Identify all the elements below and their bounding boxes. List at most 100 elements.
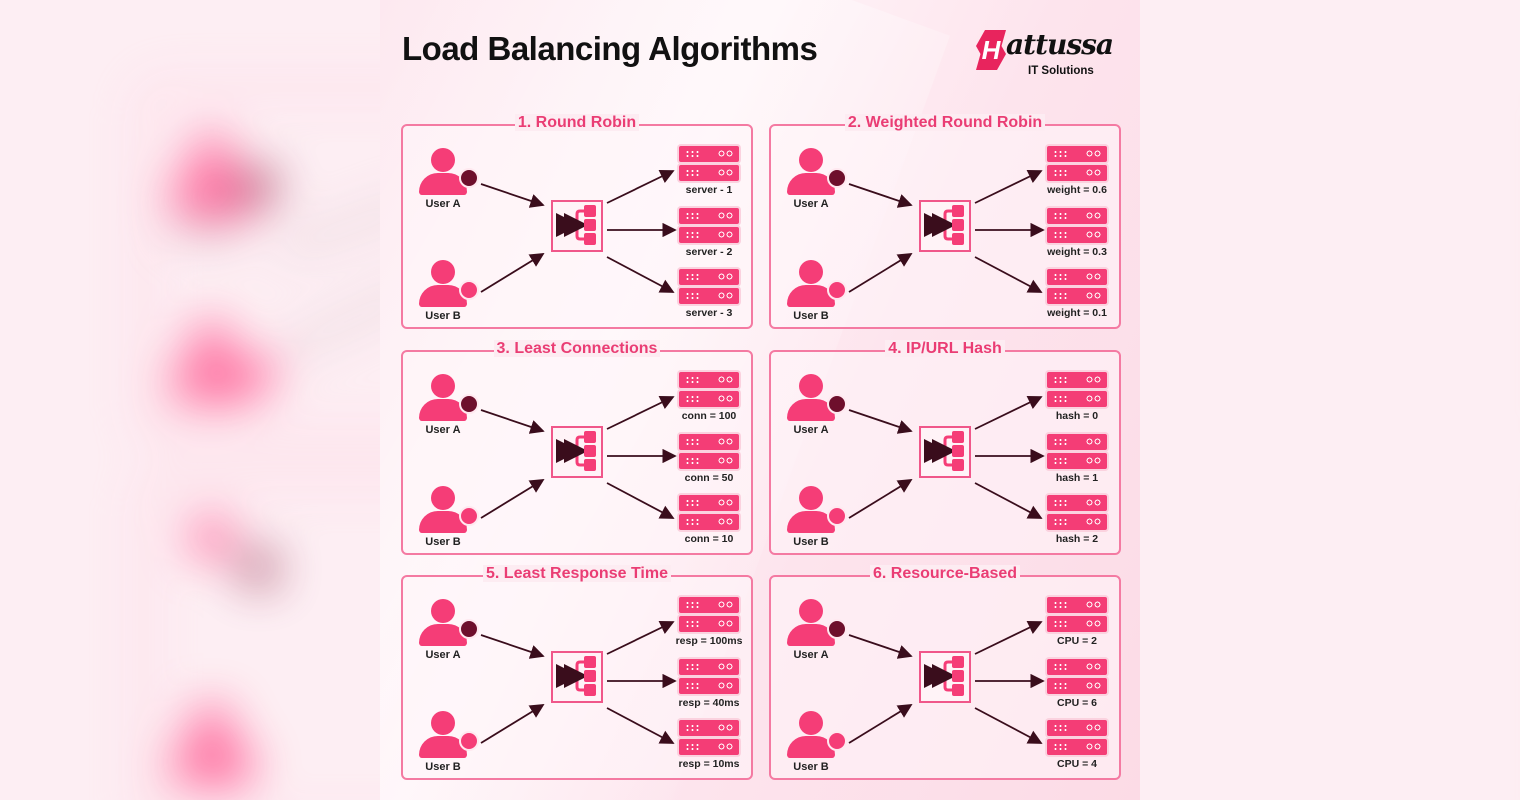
algorithm-panel-5: 5. Least Response Time User A User B bbox=[401, 565, 753, 781]
server-2: server - 2 bbox=[679, 208, 739, 258]
request-badge-icon bbox=[459, 731, 479, 751]
server-2: CPU = 6 bbox=[1047, 659, 1107, 709]
infographic-poster: Load Balancing Algorithms H attussa IT S… bbox=[380, 0, 1140, 800]
server-rack-icon bbox=[679, 659, 739, 675]
server-rack-icon bbox=[1047, 208, 1107, 224]
arrow-icon bbox=[480, 621, 677, 744]
logo-wordmark: attussa bbox=[1006, 28, 1114, 61]
server-label: resp = 10ms bbox=[678, 758, 740, 770]
user-label: User A bbox=[425, 198, 461, 210]
algorithm-panel-3: 3. Least Connections User A User B bbox=[401, 340, 753, 556]
request-badge-icon bbox=[827, 280, 847, 300]
algorithm-panel-2: 2. Weighted Round Robin User A User B bbox=[769, 114, 1121, 330]
server-3: weight = 0.1 bbox=[1047, 269, 1107, 319]
server-label: CPU = 2 bbox=[1057, 635, 1097, 647]
server-2: resp = 40ms bbox=[678, 659, 740, 709]
user-b: User B bbox=[787, 486, 857, 556]
arrow-icon bbox=[480, 396, 677, 519]
server-label: weight = 0.1 bbox=[1047, 307, 1107, 319]
panel-title: 5. Least Response Time bbox=[403, 563, 751, 585]
server-label: hash = 2 bbox=[1055, 533, 1099, 545]
server-rack-icon bbox=[679, 372, 739, 388]
arrow-icon bbox=[848, 621, 1045, 744]
user-label: User B bbox=[425, 536, 461, 548]
server-label: hash = 0 bbox=[1055, 410, 1099, 422]
server-rack-icon bbox=[1047, 372, 1107, 388]
user-b: User B bbox=[787, 711, 857, 781]
load-balancer-icon bbox=[919, 651, 971, 703]
server-rack-icon bbox=[679, 495, 739, 511]
server-1: hash = 0 bbox=[1047, 372, 1107, 422]
load-balancer-icon bbox=[551, 651, 603, 703]
server-rack-icon bbox=[1047, 659, 1107, 675]
user-label: User A bbox=[425, 649, 461, 661]
request-badge-icon bbox=[827, 731, 847, 751]
server-label: hash = 1 bbox=[1055, 472, 1099, 484]
request-badge-icon bbox=[827, 168, 847, 188]
server-rack-icon bbox=[1047, 720, 1107, 736]
user-icon bbox=[799, 260, 823, 284]
load-balancer-icon bbox=[919, 426, 971, 478]
server-rack-icon bbox=[679, 434, 739, 450]
server-2: conn = 50 bbox=[679, 434, 739, 484]
server-rack-icon bbox=[1047, 146, 1107, 162]
server-1: conn = 100 bbox=[679, 372, 739, 422]
user-a: User A bbox=[787, 374, 857, 444]
server-rack-icon bbox=[679, 146, 739, 162]
user-label: User A bbox=[793, 198, 829, 210]
server-rack-icon bbox=[1047, 597, 1107, 613]
user-b: User B bbox=[787, 260, 857, 330]
load-balancer-icon bbox=[551, 426, 603, 478]
server-label: conn = 50 bbox=[684, 472, 734, 484]
server-rack-icon bbox=[679, 208, 739, 224]
server-rack-icon bbox=[1047, 269, 1107, 285]
arrow-icon bbox=[848, 396, 1045, 519]
request-badge-icon bbox=[459, 280, 479, 300]
server-2: weight = 0.3 bbox=[1047, 208, 1107, 258]
server-rack-icon bbox=[679, 269, 739, 285]
server-label: CPU = 6 bbox=[1057, 697, 1097, 709]
panel-title: 6. Resource-Based bbox=[771, 563, 1119, 585]
user-icon bbox=[431, 374, 455, 398]
user-icon bbox=[431, 599, 455, 623]
load-balancer-icon bbox=[919, 200, 971, 252]
user-label: User B bbox=[425, 761, 461, 773]
request-badge-icon bbox=[459, 506, 479, 526]
user-a: User A bbox=[419, 148, 489, 218]
load-balancer-icon bbox=[551, 200, 603, 252]
user-label: User B bbox=[793, 761, 829, 773]
blurred-background-right bbox=[1140, 0, 1520, 800]
server-1: weight = 0.6 bbox=[1047, 146, 1107, 196]
server-3: resp = 10ms bbox=[678, 720, 740, 770]
user-b: User B bbox=[419, 711, 489, 781]
company-logo: H attussa IT Solutions bbox=[976, 28, 1126, 83]
panel-title: 1. Round Robin bbox=[403, 112, 751, 134]
user-b: User B bbox=[419, 486, 489, 556]
panel-title: 4. IP/URL Hash bbox=[771, 338, 1119, 360]
server-3: CPU = 4 bbox=[1047, 720, 1107, 770]
user-a: User A bbox=[419, 374, 489, 444]
panel-title: 2. Weighted Round Robin bbox=[771, 112, 1119, 134]
algorithm-panel-6: 6. Resource-Based User A User B bbox=[769, 565, 1121, 781]
user-a: User A bbox=[787, 599, 857, 669]
server-1: resp = 100ms bbox=[676, 597, 742, 647]
server-1: server - 1 bbox=[679, 146, 739, 196]
request-badge-icon bbox=[459, 619, 479, 639]
server-2: hash = 1 bbox=[1047, 434, 1107, 484]
user-icon bbox=[431, 711, 455, 735]
server-label: server - 2 bbox=[685, 246, 733, 258]
user-a: User A bbox=[787, 148, 857, 218]
server-3: hash = 2 bbox=[1047, 495, 1107, 545]
server-rack-icon bbox=[679, 597, 739, 613]
server-label: weight = 0.3 bbox=[1047, 246, 1107, 258]
user-icon bbox=[431, 148, 455, 172]
logo-subtitle: IT Solutions bbox=[1028, 65, 1094, 77]
server-label: resp = 40ms bbox=[678, 697, 740, 709]
request-badge-icon bbox=[827, 394, 847, 414]
user-icon bbox=[799, 711, 823, 735]
blurred-background-left bbox=[0, 0, 380, 800]
server-label: CPU = 4 bbox=[1057, 758, 1097, 770]
server-3: conn = 10 bbox=[679, 495, 739, 545]
server-1: CPU = 2 bbox=[1047, 597, 1107, 647]
user-label: User A bbox=[793, 649, 829, 661]
